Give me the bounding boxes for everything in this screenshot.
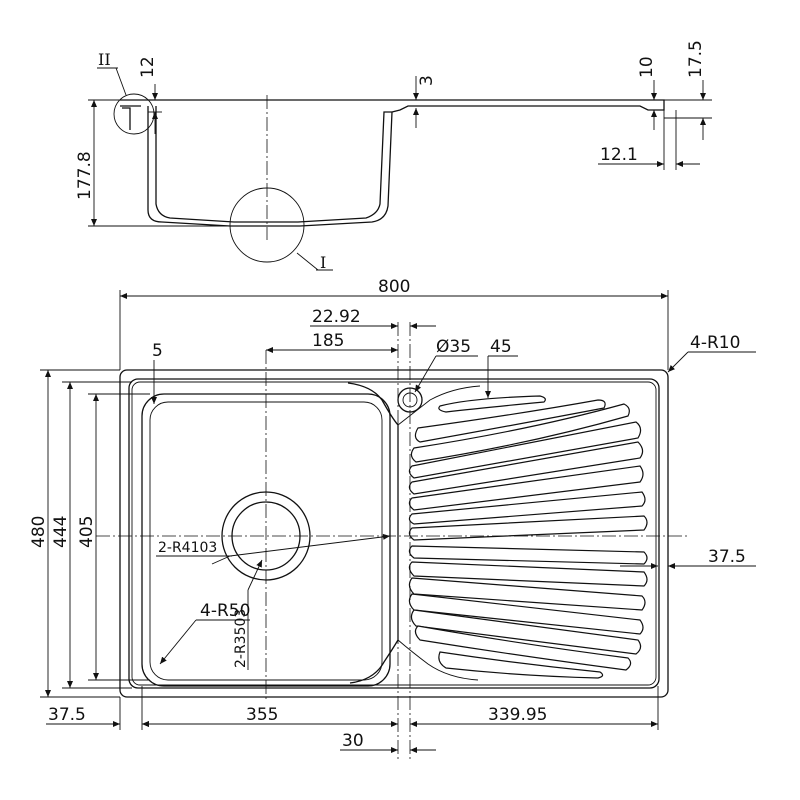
dim-gap-30: 30 bbox=[342, 731, 364, 751]
dim-step-3: 3 bbox=[417, 75, 437, 86]
top-plan-view bbox=[96, 322, 690, 760]
dim-drainer-width: 339.95 bbox=[488, 705, 547, 725]
dim-height-444: 444 bbox=[51, 516, 71, 548]
detail-i-circle bbox=[229, 187, 305, 263]
dim-corner-radius: 4-R10 bbox=[690, 333, 740, 353]
dim-right-37-5: 37.5 bbox=[708, 547, 746, 567]
dim-hole-dia: Ø35 bbox=[436, 337, 471, 357]
dim-depth: 177.8 bbox=[75, 151, 95, 200]
dim-rim-5: 5 bbox=[152, 341, 163, 361]
dim-radius-r3503: 2-R3503 bbox=[233, 609, 249, 668]
dim-left-37-5: 37.5 bbox=[48, 705, 86, 725]
dim-rim-12: 12 bbox=[138, 56, 158, 78]
side-section-view: I II 177.8 12 3 10 17.5 12.1 bbox=[75, 40, 712, 272]
dim-offset-45: 45 bbox=[490, 337, 512, 357]
outer-outline bbox=[119, 369, 669, 698]
dim-offset-22: 22.92 bbox=[312, 307, 361, 327]
detail-i-label: I bbox=[320, 253, 326, 272]
dim-overall-width: 800 bbox=[378, 277, 410, 297]
inner-rim bbox=[128, 378, 660, 689]
dim-edge-12-1: 12.1 bbox=[600, 145, 638, 165]
dim-overall-height: 480 bbox=[29, 516, 49, 548]
dim-edge-17-5: 17.5 bbox=[686, 40, 706, 78]
plan-dimensions: 800 22.92 185 Ø35 45 4-R10 5 480 444 bbox=[29, 277, 756, 753]
dim-flange-10: 10 bbox=[637, 56, 657, 78]
dim-height-405: 405 bbox=[77, 516, 97, 548]
dim-bowl-width: 355 bbox=[246, 705, 278, 725]
dim-radius-r50: 4-R50 bbox=[200, 601, 250, 621]
dim-radius-r4103: 2-R4103 bbox=[158, 540, 217, 556]
drainer-ribs bbox=[408, 395, 648, 679]
dim-bowl-half: 185 bbox=[312, 331, 344, 351]
detail-ii-label: II bbox=[98, 50, 111, 69]
